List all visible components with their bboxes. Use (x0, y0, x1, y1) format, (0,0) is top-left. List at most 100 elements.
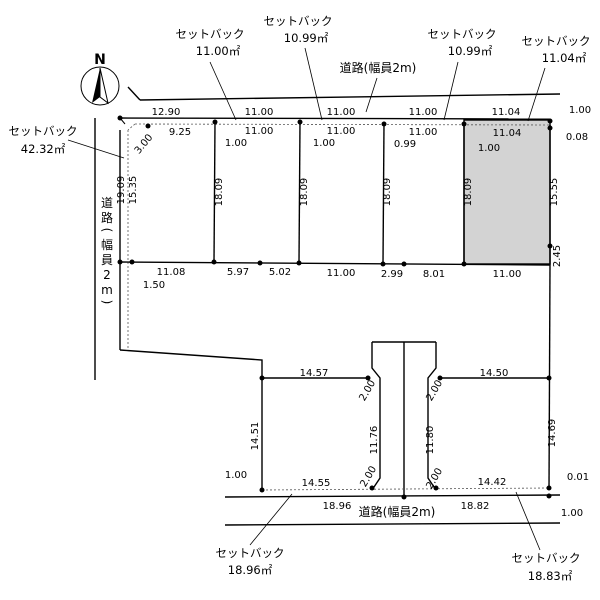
highlighted-lot (463, 119, 551, 265)
dim-n-front-1: 9.25 (169, 127, 191, 138)
svg-text:セットバック: セットバック (522, 34, 591, 48)
svg-text:セットバック: セットバック (9, 124, 78, 138)
dim-s-depth-4: 14.69 (547, 419, 558, 448)
dim-n-road-2: 11.00 (245, 107, 274, 118)
dim-s-depth-1: 14.51 (250, 422, 261, 451)
survey-points (117, 115, 553, 500)
dim-s-setback-depth-3: 1.00 (561, 508, 583, 519)
dim-s-chamfer-1: 2.00 (358, 378, 379, 403)
lot-divider-1 (213, 121, 216, 263)
svg-text:): ) (100, 300, 114, 305)
north-arrow-icon: N (80, 52, 120, 106)
svg-text:セットバック: セットバック (512, 551, 581, 565)
setback-callout-lot1: セットバック 11.00㎡ (176, 27, 245, 121)
dim-nw-chamfer: 3.00 (133, 132, 156, 156)
dim-n-rear-1: 11.08 (157, 267, 186, 278)
dim-n-front-4: 11.00 (409, 127, 438, 138)
south-road-label: 道路(幅員2m) (359, 504, 436, 519)
southwest-boundary (119, 349, 263, 492)
dim-s-road-1: 18.96 (323, 501, 352, 512)
dim-s-setback-depth-1: 1.00 (225, 470, 247, 481)
dim-n-rear-4: 11.00 (327, 268, 356, 279)
north-lot-edge (119, 117, 551, 120)
svg-text:セットバック: セットバック (216, 546, 285, 560)
north-road-corner (127, 86, 141, 101)
north-setback-line (134, 123, 551, 126)
svg-text:2: 2 (103, 268, 111, 282)
svg-text:10.99㎡: 10.99㎡ (284, 31, 329, 45)
flag-path-a (371, 342, 381, 491)
dim-n-front-5: 11.04 (493, 128, 522, 139)
dim-lot-depth-1: 18.09 (214, 178, 225, 207)
dim-s-road-2: 18.82 (461, 501, 490, 512)
dim-s-front-1: 14.55 (302, 478, 331, 489)
setback-callout-southeast: セットバック 18.83㎡ (512, 491, 581, 583)
setback-callout-lot4: セットバック 11.04㎡ (522, 34, 591, 122)
setback-callout-west: セットバック 42.32㎡ (9, 124, 125, 159)
svg-text:11.00㎡: 11.00㎡ (196, 44, 241, 58)
dim-n-road-5: 11.04 (492, 107, 521, 118)
north-road-label: 道路(幅員2m) (340, 60, 417, 75)
dim-s-depth-3: 11.80 (425, 426, 436, 455)
svg-text:セットバック: セットバック (176, 27, 245, 41)
dim-west-depth-2: 15.35 (128, 176, 139, 205)
dim-s-front-2: 14.42 (478, 477, 507, 488)
dim-s-setback-depth-2: 0.01 (567, 472, 589, 483)
svg-text:10.99㎡: 10.99㎡ (448, 44, 493, 58)
setback-callout-lot3: セットバック 10.99㎡ (428, 27, 497, 121)
north-road-edge (139, 93, 561, 101)
dim-setback-depth-4: 1.00 (478, 143, 500, 154)
flag-path-b (427, 342, 437, 491)
dim-setback-depth-2: 1.00 (313, 138, 335, 149)
north-block-rear (119, 261, 551, 266)
dim-n-rear-3: 5.02 (269, 267, 291, 278)
dim-n-road-4: 11.00 (409, 107, 438, 118)
dim-n-road-1: 12.90 (152, 107, 181, 118)
svg-text:42.32㎡: 42.32㎡ (21, 142, 66, 156)
svg-text:路: 路 (101, 210, 113, 225)
svg-text:(: ( (100, 228, 114, 233)
dim-setback-depth-6: 1.00 (569, 105, 591, 116)
svg-text:18.96㎡: 18.96㎡ (228, 563, 273, 577)
dim-west-depth-1: 19.09 (116, 176, 127, 205)
dim-n-rear-7: 11.00 (493, 269, 522, 280)
dim-lot-depth-2: 18.09 (299, 178, 310, 207)
dim-setback-depth-5: 0.08 (566, 132, 588, 143)
dim-setback-depth-3: 0.99 (394, 139, 416, 150)
dim-n-rear-2: 5.97 (227, 267, 249, 278)
north-road-leader (365, 77, 378, 113)
dim-lot-depth-4: 18.09 (463, 178, 474, 207)
west-road-label: 道 路 ( 幅 員 2 m ) (100, 196, 114, 304)
svg-text:員: 員 (101, 253, 113, 267)
dim-n-rear-6: 8.01 (423, 269, 445, 280)
svg-text:幅: 幅 (101, 237, 113, 252)
south-road-edge (224, 522, 561, 526)
lot-divider-2 (298, 121, 301, 264)
setback-callout-lot2: セットバック 10.99㎡ (264, 14, 333, 121)
south-lot-edge (224, 494, 561, 498)
svg-text:セットバック: セットバック (428, 27, 497, 41)
dim-east-depth: 15.55 (549, 178, 560, 207)
dim-lot-depth-3: 18.09 (382, 178, 393, 207)
svg-text:11.04㎡: 11.04㎡ (542, 51, 587, 65)
setback-callout-southwest: セットバック 18.96㎡ (216, 493, 293, 577)
lot-divider-3 (382, 122, 385, 265)
dim-setback-depth-1: 1.00 (225, 138, 247, 149)
svg-text:道: 道 (101, 196, 113, 210)
dim-n-front-2: 11.00 (245, 126, 274, 137)
nw-chamfer-dash (127, 123, 136, 131)
svg-text:18.83㎡: 18.83㎡ (528, 569, 573, 583)
dim-n-front-3: 11.00 (327, 126, 356, 137)
dim-east-small: 2.45 (552, 245, 563, 267)
dim-s-top-1: 14.57 (300, 368, 329, 379)
dim-s-depth-2: 11.76 (369, 426, 380, 455)
dim-west-rear: 1.50 (143, 280, 165, 291)
dim-n-road-3: 11.00 (327, 107, 356, 118)
dim-n-rear-5: 2.99 (381, 269, 403, 280)
compass-label: N (94, 52, 106, 68)
dim-s-chamfer-3: 2.00 (359, 464, 380, 489)
svg-text:m: m (101, 283, 113, 297)
dim-s-top-2: 14.50 (480, 368, 509, 379)
svg-text:セットバック: セットバック (264, 14, 333, 28)
